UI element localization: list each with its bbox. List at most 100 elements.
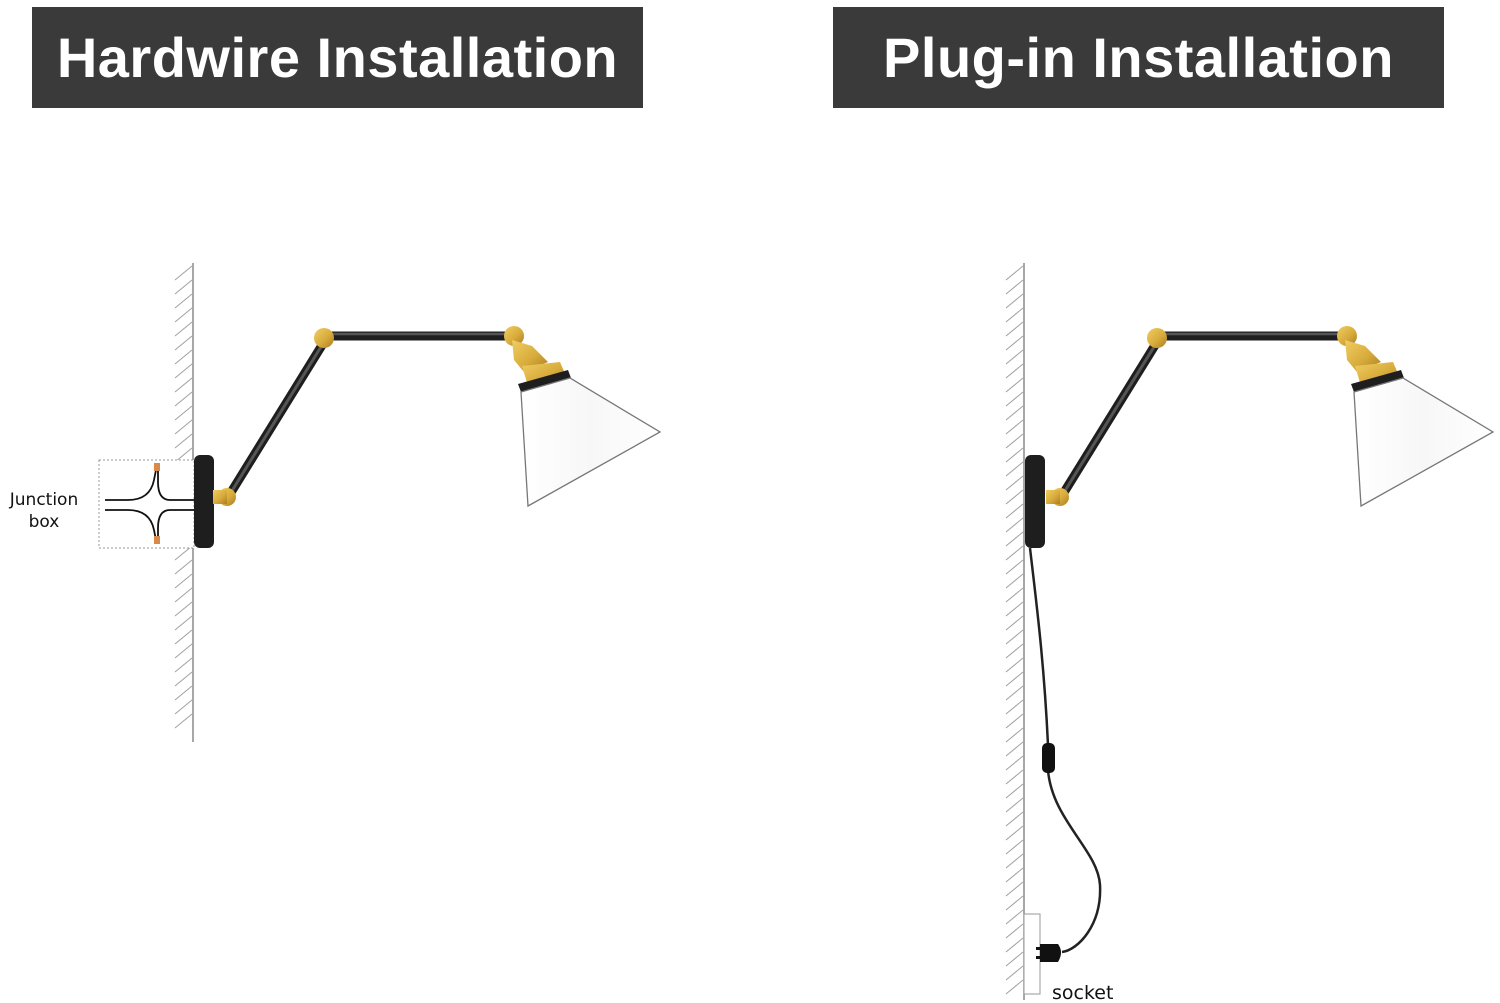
wall-hatch-line [1005, 503, 1024, 519]
elbow-joint [213, 326, 524, 506]
lamp-shade [1353, 377, 1495, 508]
wall-hatch-line [1005, 363, 1024, 379]
wall-hatch-line [1005, 419, 1024, 435]
wall-hatch-line [174, 405, 193, 421]
wall-hatch-line [1005, 839, 1024, 855]
wall-hatch-line [174, 335, 193, 351]
wall-hatch-line [174, 587, 193, 603]
wall-hatch-line [174, 657, 193, 673]
wall-hatch-line [1005, 657, 1024, 673]
wall-hatch-line [1005, 643, 1024, 659]
wall-hatch-line [174, 307, 193, 323]
wall-hatch-line [1005, 559, 1024, 575]
elbow-joint [1046, 326, 1357, 506]
inline-switch [1042, 743, 1055, 773]
wall-hatch-line [174, 433, 193, 449]
wall-hatch-line [1005, 475, 1024, 491]
wall-hatch-line [1005, 307, 1024, 323]
hardwire-installation-title: Hardwire Installation [32, 7, 643, 108]
wall-hatch-line [1005, 937, 1024, 953]
wall-hatch-line [1005, 587, 1024, 603]
wall-hatch-line [1005, 573, 1024, 589]
wall-hatch-line [1005, 433, 1024, 449]
wall-hatch-line [1005, 629, 1024, 645]
wall-hatch-line [1005, 713, 1024, 729]
wall-hatch-line [1005, 461, 1024, 477]
wall-hatch-line [1005, 853, 1024, 869]
wall-hatch-line [174, 713, 193, 729]
wall-hatch-line [1005, 601, 1024, 617]
junction-box-label-line1: Junction [9, 490, 78, 510]
wall-hatch-line [1005, 895, 1024, 911]
wall-hatch-line [1005, 615, 1024, 631]
wall-lamp-left [194, 326, 662, 548]
wall-hatch-line [1005, 517, 1024, 533]
wall-hatch-line [1005, 881, 1024, 897]
backplate [1025, 455, 1045, 548]
wall-hatch-line [1005, 447, 1024, 463]
power-cord [1028, 547, 1102, 954]
wall-hatch-line [1005, 797, 1024, 813]
wall-hatch-line [1005, 531, 1024, 547]
wall-hatch-line [1005, 965, 1024, 981]
wall-hatch-line [174, 321, 193, 337]
wall-hatch-line [1005, 685, 1024, 701]
wall-socket [1023, 913, 1061, 995]
wall-hatch-line [174, 685, 193, 701]
wall-hatch-line [1005, 867, 1024, 883]
wall-hatch-line [174, 545, 193, 561]
wall-hatch-line [174, 265, 193, 281]
wall-hatch-line [1005, 265, 1024, 281]
wall-hatch-line [1005, 349, 1024, 365]
wall-hatch-line [174, 391, 193, 407]
wall-hatch-line [1005, 909, 1024, 925]
junction-box-label-line2: box [29, 512, 60, 532]
plugin-installation-title: Plug-in Installation [833, 7, 1444, 108]
wall-hatch-line [174, 559, 193, 575]
wall-hatch-line [174, 615, 193, 631]
wall-hatch-line [1005, 279, 1024, 295]
wall-hatch-line [174, 699, 193, 715]
lamp-shade [520, 377, 662, 508]
wall-hatch-line [1005, 825, 1024, 841]
wall-hatch-line [1005, 405, 1024, 421]
backplate [194, 455, 214, 548]
wall-hatch-line [174, 573, 193, 589]
wall-hatch-line [1005, 755, 1024, 771]
wall-hatch-line [1005, 811, 1024, 827]
wall-hatch-line [174, 349, 193, 365]
wall-hatch-line [1005, 293, 1024, 309]
wall-hatch-line [174, 671, 193, 687]
wall-hatch-line [1005, 951, 1024, 967]
wall-hatch-line [1005, 321, 1024, 337]
wall-hatch-line [174, 293, 193, 309]
wall-hatch-line [1005, 783, 1024, 799]
wall-hatch-line [1005, 545, 1024, 561]
socket-label: socket [1052, 982, 1113, 1003]
wall-hatch-line [174, 419, 193, 435]
wall-hatch-line [1005, 391, 1024, 407]
wall-hatch-line [174, 363, 193, 379]
wall-hatch-line [1005, 671, 1024, 687]
plugin-diagram: socket [1005, 263, 1495, 1003]
wall-hatch-line [1005, 741, 1024, 757]
wall-hatch-line [174, 629, 193, 645]
wall-hatch-line [1005, 377, 1024, 393]
wall-hatch-line [174, 447, 193, 463]
junction-box [98, 459, 195, 549]
wall-hatch-line [1005, 727, 1024, 743]
wall-hatch-line [174, 643, 193, 659]
wall-hatch-line [1005, 769, 1024, 785]
wall-hatch-line [174, 279, 193, 295]
wall-hatch-line [1005, 979, 1024, 995]
wall-lamp-right [1025, 326, 1495, 548]
wall-hatch-line [1005, 489, 1024, 505]
wall-right [1005, 263, 1025, 1000]
wall-hatch-line [1005, 335, 1024, 351]
wall-hatch-line [174, 601, 193, 617]
wall-hatch-line [1005, 699, 1024, 715]
wall-hatch-line [1005, 923, 1024, 939]
hardwire-diagram: Junction box [9, 263, 662, 742]
wall-hatch-line [174, 377, 193, 393]
